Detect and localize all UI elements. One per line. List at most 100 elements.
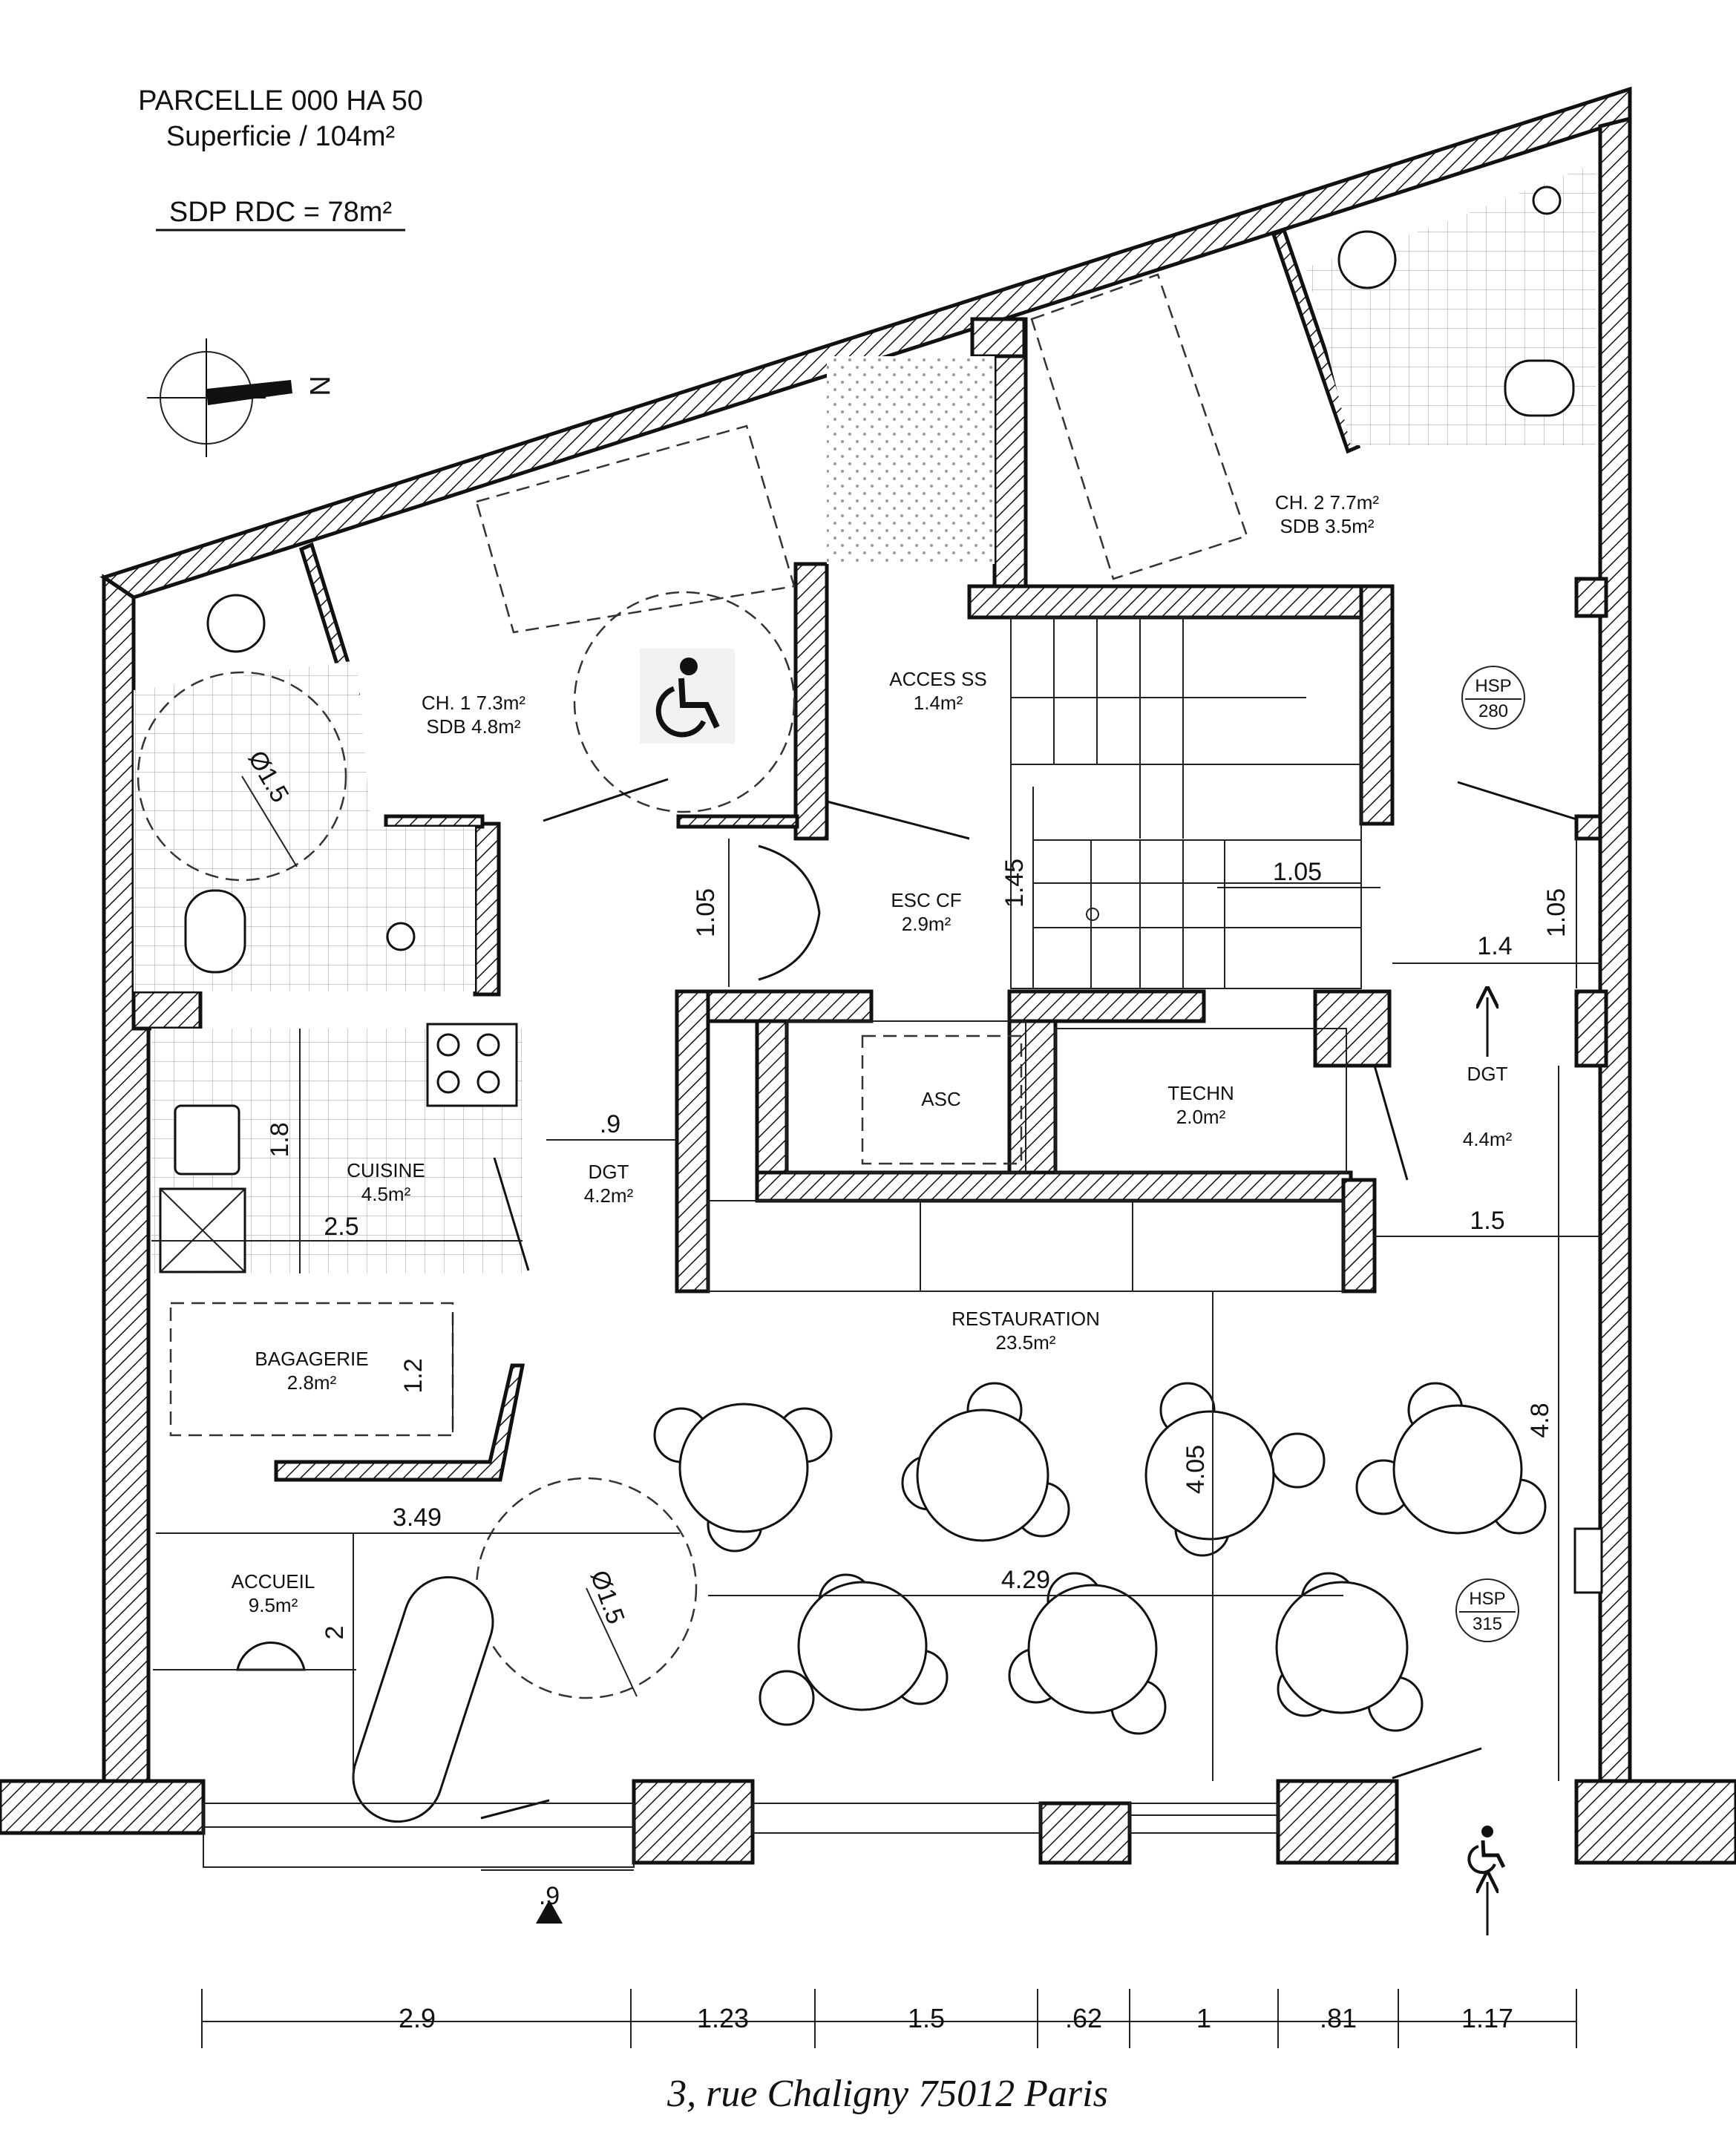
- room-accueil-area: 9.5m²: [249, 1594, 298, 1616]
- facade-dimension-chain: [201, 1989, 1577, 2048]
- interior-dimension-lines: [151, 787, 1600, 1871]
- room-dgt-center-area: 4.2m²: [584, 1184, 634, 1207]
- wall-techn-bottom: [755, 1170, 1353, 1203]
- room-esc-name: ESC CF: [891, 889, 961, 911]
- room-dgt-center-name: DGT: [589, 1161, 629, 1183]
- hsp-1-value: 280: [1478, 701, 1508, 721]
- room-esc-area: 2.9m²: [902, 913, 951, 935]
- room-dgt-right-area: 4.4m²: [1463, 1128, 1513, 1150]
- door-dgt-right: [1373, 1065, 1409, 1181]
- dim-105-stair: 1.05: [1273, 858, 1322, 886]
- door-entry-right: [1392, 1747, 1482, 1780]
- facade-wall-4: [1276, 1779, 1399, 1865]
- wall-center-row: [131, 989, 203, 1031]
- door-esc-cf: [758, 845, 821, 981]
- elevator-shaft: [786, 1020, 1026, 1173]
- dim-105-right: 1.05: [1542, 888, 1570, 937]
- wc-ch2-icon: [1504, 359, 1575, 417]
- wheelchair-entry-icon: [1467, 1826, 1506, 1875]
- room-restauration-name: RESTAURATION: [951, 1308, 1100, 1330]
- turning-circle-sdb-radius: [241, 775, 298, 868]
- dim-349: 3.49: [393, 1504, 442, 1532]
- elevator-cabin: [861, 1034, 1023, 1165]
- dim-09-dgt: .9: [600, 1110, 620, 1138]
- room-accueil-name: ACCUEIL: [232, 1570, 315, 1593]
- door-ch1: [543, 778, 669, 822]
- facade-dim-3: 1.5: [908, 2003, 945, 2033]
- facade-wall-3: [1038, 1801, 1132, 1865]
- dim-429: 4.29: [1001, 1566, 1050, 1594]
- hsp-2-value: 315: [1473, 1614, 1502, 1634]
- facade-dim-2: 1.23: [697, 2003, 749, 2033]
- dim-25: 2.5: [324, 1213, 358, 1241]
- dim-12: 1.2: [399, 1358, 428, 1393]
- door-hsp: [1457, 781, 1577, 821]
- wall-ch1-sdb: [473, 822, 501, 997]
- facade-dim-1: 2.9: [399, 2003, 436, 2033]
- room-bagagerie-area: 2.8m²: [287, 1371, 337, 1394]
- wall-core-top: [967, 584, 1395, 620]
- room-acces-area: 1.4m²: [914, 692, 963, 714]
- washbasin-ch2-icon: [1337, 230, 1397, 289]
- dim-09-entry: .9: [539, 1882, 560, 1910]
- dim-18: 1.8: [266, 1122, 294, 1157]
- shower-drain-ch1-icon: [386, 922, 416, 951]
- facade-dim-7: 1.17: [1461, 2003, 1513, 2033]
- room-cuisine-name: CUISINE: [347, 1159, 425, 1181]
- surface-label: Superficie / 104m²: [166, 121, 395, 152]
- washbasin-ch1-icon: [206, 594, 266, 653]
- facade-windows: [203, 1803, 1279, 1868]
- wall-ch1-bottom: [384, 814, 485, 829]
- facade-dim-4: .62: [1065, 2003, 1102, 2033]
- wall-ch2-right: [1574, 577, 1608, 618]
- wall-hsp-stub: [1574, 814, 1602, 841]
- dim-14: 1.4: [1477, 932, 1512, 960]
- room-ch2-name: CH. 2 7.7m²: [1275, 491, 1379, 514]
- hsp-2-label: HSP: [1469, 1589, 1505, 1609]
- facade-wall-1: [0, 1779, 206, 1835]
- facade-wall-2: [632, 1779, 755, 1865]
- reception-chair: [236, 1642, 306, 1671]
- room-asc-name: ASC: [921, 1088, 960, 1110]
- dim-145: 1.45: [1000, 859, 1029, 908]
- dim-405: 4.05: [1182, 1445, 1210, 1494]
- sink-icon: [174, 1104, 240, 1175]
- door-cuisine: [493, 1157, 530, 1271]
- room-techn-name: TECHN: [1167, 1082, 1234, 1104]
- wall-ch1-bottom2: [676, 814, 799, 829]
- turning-circle-ch1: [573, 591, 796, 813]
- dim-2: 2: [321, 1626, 349, 1640]
- wall-dgt-east: [1574, 989, 1608, 1068]
- north-label: N: [304, 376, 335, 396]
- sdb-ch1-tiles: [134, 660, 386, 991]
- dim-105-left: 1.05: [692, 888, 720, 937]
- sdb-ch1-shower: [356, 827, 475, 991]
- facade-wall-5: [1574, 1779, 1736, 1865]
- appliance-box-icon: [159, 1187, 246, 1273]
- dim-48: 4.8: [1526, 1403, 1554, 1437]
- dining-tables: [653, 1200, 1547, 1735]
- wall-rest-east: [1341, 1178, 1377, 1293]
- bed-ch1: [475, 424, 796, 634]
- wall-ch2-diag: [1271, 227, 1361, 454]
- wall-asc-west: [675, 989, 710, 1293]
- room-techn-area: 2.0m²: [1176, 1106, 1226, 1128]
- room-dgt-right-name: DGT: [1467, 1063, 1508, 1085]
- address-label: 3, rue Chaligny 75012 Paris: [666, 2073, 1108, 2115]
- room-cuisine-area: 4.5m²: [361, 1183, 411, 1205]
- shower-drain-ch2-icon: [1532, 186, 1562, 215]
- outer-wall-east: [1598, 116, 1632, 1813]
- parcel-label: PARCELLE 000 HA 50: [138, 85, 423, 117]
- hsp-badge-2: HSP 315: [1455, 1578, 1519, 1642]
- east-shaft: [1573, 1527, 1603, 1594]
- stairs: [1010, 617, 1362, 989]
- wc-ch1-icon: [184, 889, 246, 974]
- room-ch1-area: SDB 4.8m²: [426, 715, 520, 738]
- wall-patio-east: [970, 317, 1026, 358]
- patio-dots: [827, 356, 995, 564]
- circle-accueil-label: Ø1.5: [585, 1567, 630, 1627]
- entry-triangle-icon: [536, 1900, 563, 1924]
- north-arrow-icon: N: [147, 338, 335, 457]
- dim-15-right: 1.5: [1470, 1207, 1504, 1235]
- techn-box: [1055, 1028, 1347, 1173]
